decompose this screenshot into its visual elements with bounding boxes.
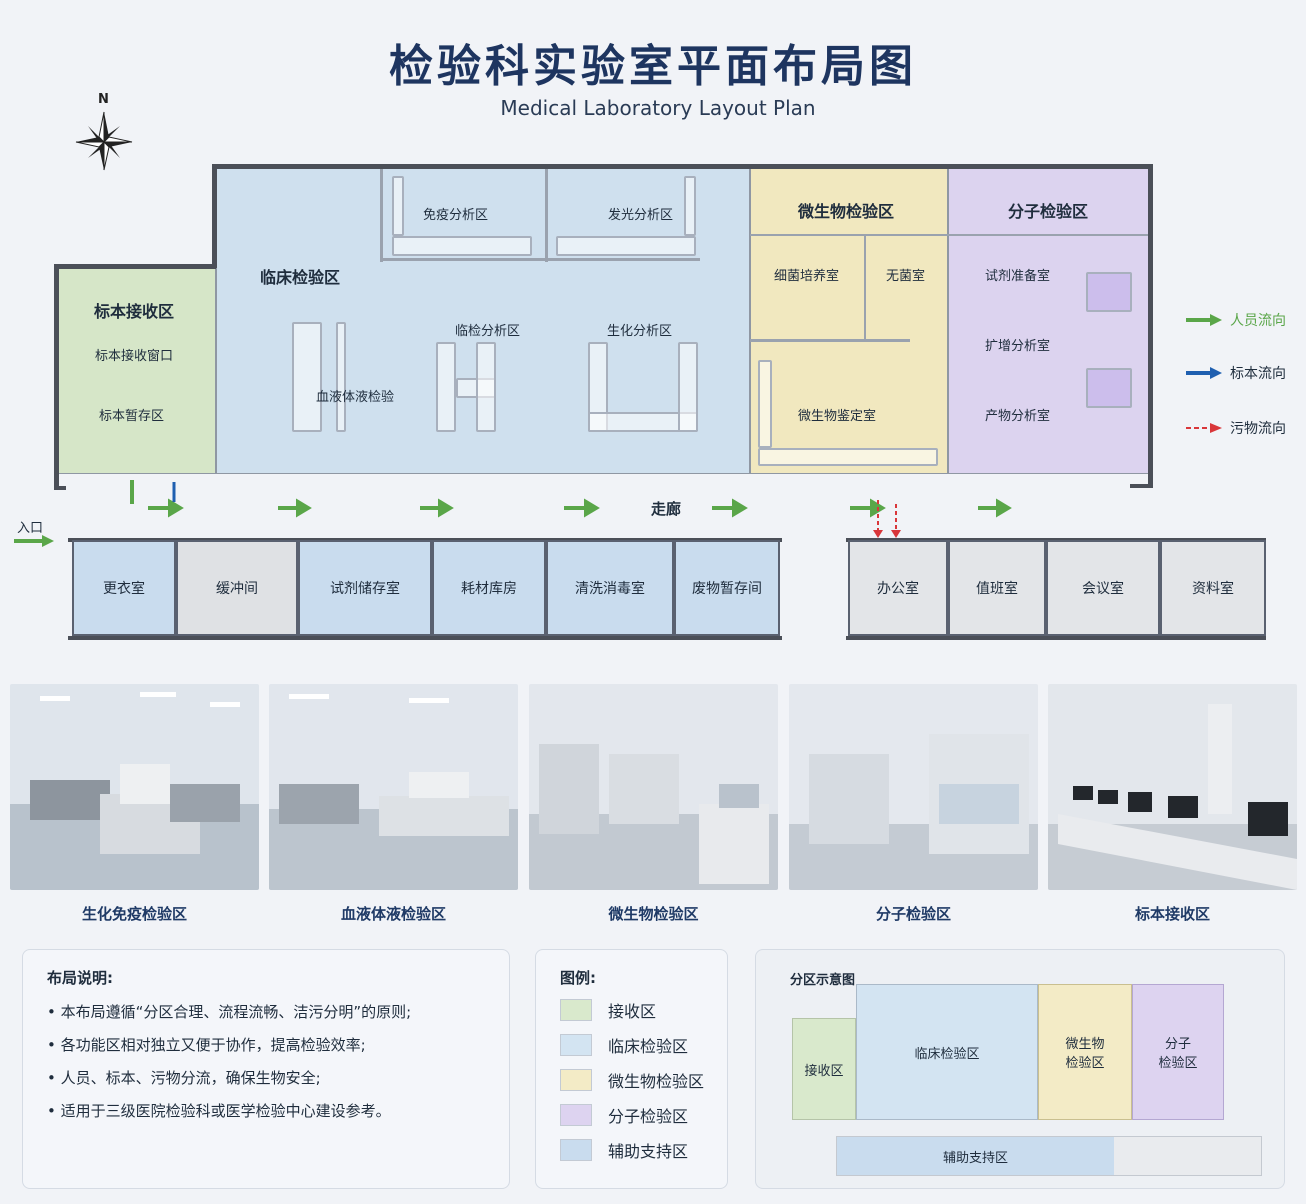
room-immuno: 免疫分析区 [423,208,489,223]
room-identification: 微生物鉴定室 [798,409,877,424]
room-cleaning[interactable]: 清洗消毒室 [546,540,674,636]
room-buffer[interactable]: 缓冲间 [176,540,298,636]
page-subtitle: Medical Laboratory Layout Plan [500,96,816,120]
notes-panel: 布局说明: • 本布局遵循“分区合理、流程流畅、洁污分明”的原则; • 各功能区… [22,949,510,1189]
room-duty[interactable]: 值班室 [948,540,1046,636]
corridor-label: 走廊 [651,500,682,518]
legend-item-support: 辅助支持区 [560,1138,688,1162]
room-biochem: 生化分析区 [607,324,673,339]
photo-biochem [10,684,259,890]
legend-waste-label: 污物流向 [1230,421,1286,437]
room-archive[interactable]: 资料室 [1160,540,1266,636]
legend-specimen-flow: 标本流向 [1186,363,1286,383]
schematic-title: 分区示意图 [790,973,856,988]
zone-reception-label: 标本接收区 [94,302,175,321]
note-item: • 人员、标本、污物分流，确保生物安全; [47,1069,321,1087]
schematic-molecular: 分子 检验区 [1132,984,1224,1120]
page-title: 检验科实验室平面布局图 [389,41,917,92]
north-label: N [98,92,109,107]
legend-item-clinical: 临床检验区 [560,1033,688,1057]
entrance-arrow-icon [14,535,54,547]
room-luminescence: 发光分析区 [608,208,674,223]
legend-item-micro: 微生物检验区 [560,1068,704,1092]
schematic-clinical: 临床检验区 [856,984,1038,1120]
room-product: 产物分析室 [985,409,1051,424]
zone-molecular-label: 分子检验区 [1008,202,1089,221]
legend-item-molecular: 分子检验区 [560,1103,688,1127]
zone-reception[interactable] [56,266,216,474]
photo-molecular [789,684,1038,890]
compass-icon [75,111,133,171]
zone-micro[interactable] [750,166,948,474]
photo-reception [1048,684,1297,890]
caption-blood: 血液体液检验区 [340,905,446,923]
caption-micro: 微生物检验区 [608,905,699,923]
photo-blood [269,684,518,890]
room-reagent-store[interactable]: 试剂储存室 [298,540,432,636]
schematic-reception: 接收区 [792,1018,856,1120]
room-reagent-prep: 试剂准备室 [985,269,1051,284]
room-waste[interactable]: 废物暂存间 [674,540,780,636]
floor-plan: 标本接收区 标本接收窗口 标本暂存区 临床检验区 免疫分析区 发光分析区 临检分… [14,164,1286,640]
legend-specimen-label: 标本流向 [1230,366,1286,382]
green-arrow-icon [1186,314,1222,326]
room-culture: 细菌培养室 [774,269,840,284]
zone-micro-label: 微生物检验区 [798,202,895,221]
room-reception-window: 标本接收窗口 [95,349,174,364]
caption-reception: 标本接收区 [1134,905,1210,923]
zone-clinical-label: 临床检验区 [260,268,341,287]
caption-biochem: 生化免疫检验区 [81,905,187,923]
room-changing[interactable]: 更衣室 [72,540,176,636]
schematic-support: 辅助支持区 [836,1136,1262,1176]
schematic-support-label: 辅助支持区 [837,1137,1114,1175]
legend-personnel-flow: 人员流向 [1186,310,1286,330]
legend-waste-flow: 污物流向 [1186,418,1286,438]
legend-title: 图例: [560,969,596,987]
room-consumables[interactable]: 耗材库房 [432,540,546,636]
caption-molecular: 分子检验区 [875,905,951,923]
room-clinical-analysis: 临检分析区 [455,324,521,339]
room-office[interactable]: 办公室 [848,540,948,636]
legend-item-reception: 接收区 [560,998,656,1022]
room-reception-storage: 标本暂存区 [99,409,165,424]
legend-panel: 图例: 接收区 临床检验区 微生物检验区 分子检验区 辅助支持区 [535,949,728,1189]
red-dashed-arrow-icon [1186,423,1222,433]
corridor-flow-arrows [130,480,1012,538]
legend-personnel-label: 人员流向 [1230,313,1286,329]
room-blood: 血液体液检验 [316,390,395,405]
note-item: • 本布局遵循“分区合理、流程流畅、洁污分明”的原则; [47,1003,412,1021]
zone-molecular[interactable] [948,166,1150,474]
room-amplification: 扩增分析室 [985,339,1051,354]
blue-arrow-icon [1186,367,1222,379]
schematic-panel: 分区示意图 接收区 临床检验区 微生物 检验区 分子 检验区 辅助支持区 [755,949,1285,1189]
note-item: • 适用于三级医院检验科或医学检验中心建设参考。 [47,1102,391,1120]
room-meeting[interactable]: 会议室 [1046,540,1160,636]
room-sterile: 无菌室 [886,269,926,284]
entrance-label: 入口 [17,521,44,536]
note-item: • 各功能区相对独立又便于协作，提高检验效率; [47,1036,366,1054]
photo-micro [529,684,778,890]
notes-title: 布局说明: [47,969,113,987]
schematic-micro: 微生物 检验区 [1038,984,1132,1120]
